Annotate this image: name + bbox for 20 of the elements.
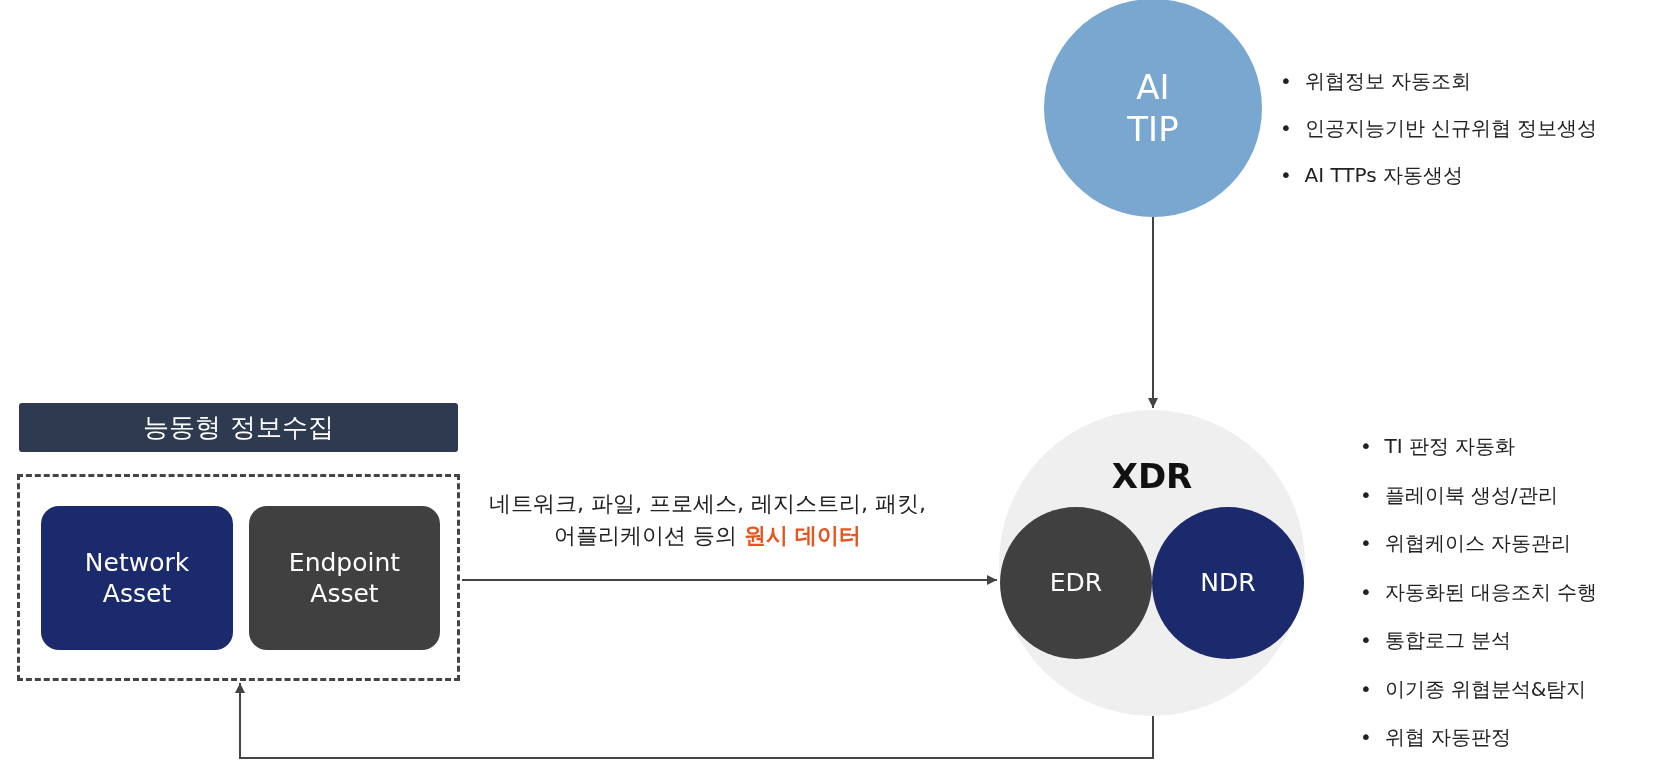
bullet-text: • 이기종 위협분석&탐지 bbox=[1360, 675, 1588, 703]
asset-box: Network Asset bbox=[41, 506, 233, 650]
bullet-text: • 플레이북 생성/관리 bbox=[1360, 481, 1559, 509]
circle-node: EDR bbox=[1000, 507, 1152, 659]
bullet-text: • 위협 자동판정 bbox=[1360, 724, 1512, 751]
asset-box: Endpoint Asset bbox=[249, 506, 440, 650]
arrow bbox=[235, 682, 1154, 759]
bullet-text: • 위협정보 자동조회 bbox=[1280, 68, 1472, 95]
circle-node: NDR bbox=[1152, 507, 1304, 659]
outer-circle: XDR EDR NDR bbox=[999, 410, 1305, 716]
circle-node: AI TIP bbox=[1044, 0, 1262, 217]
bullet-text: • 자동화된 대응조치 수행 bbox=[1360, 578, 1598, 606]
arrow bbox=[461, 575, 998, 585]
section-header: 능동형 정보수집 bbox=[19, 403, 458, 452]
bullet-text: • 인공지능기반 신규위협 정보생성 bbox=[1280, 115, 1598, 142]
bullet-text: • 위협케이스 자동관리 bbox=[1360, 530, 1572, 557]
bullet-text: • 통합로그 분석 bbox=[1360, 627, 1512, 654]
arrow bbox=[1148, 216, 1158, 409]
bullet-text: • TI 판정 자동화 bbox=[1360, 433, 1517, 460]
bullet-text: • AI TTPs 자동생성 bbox=[1280, 162, 1465, 189]
